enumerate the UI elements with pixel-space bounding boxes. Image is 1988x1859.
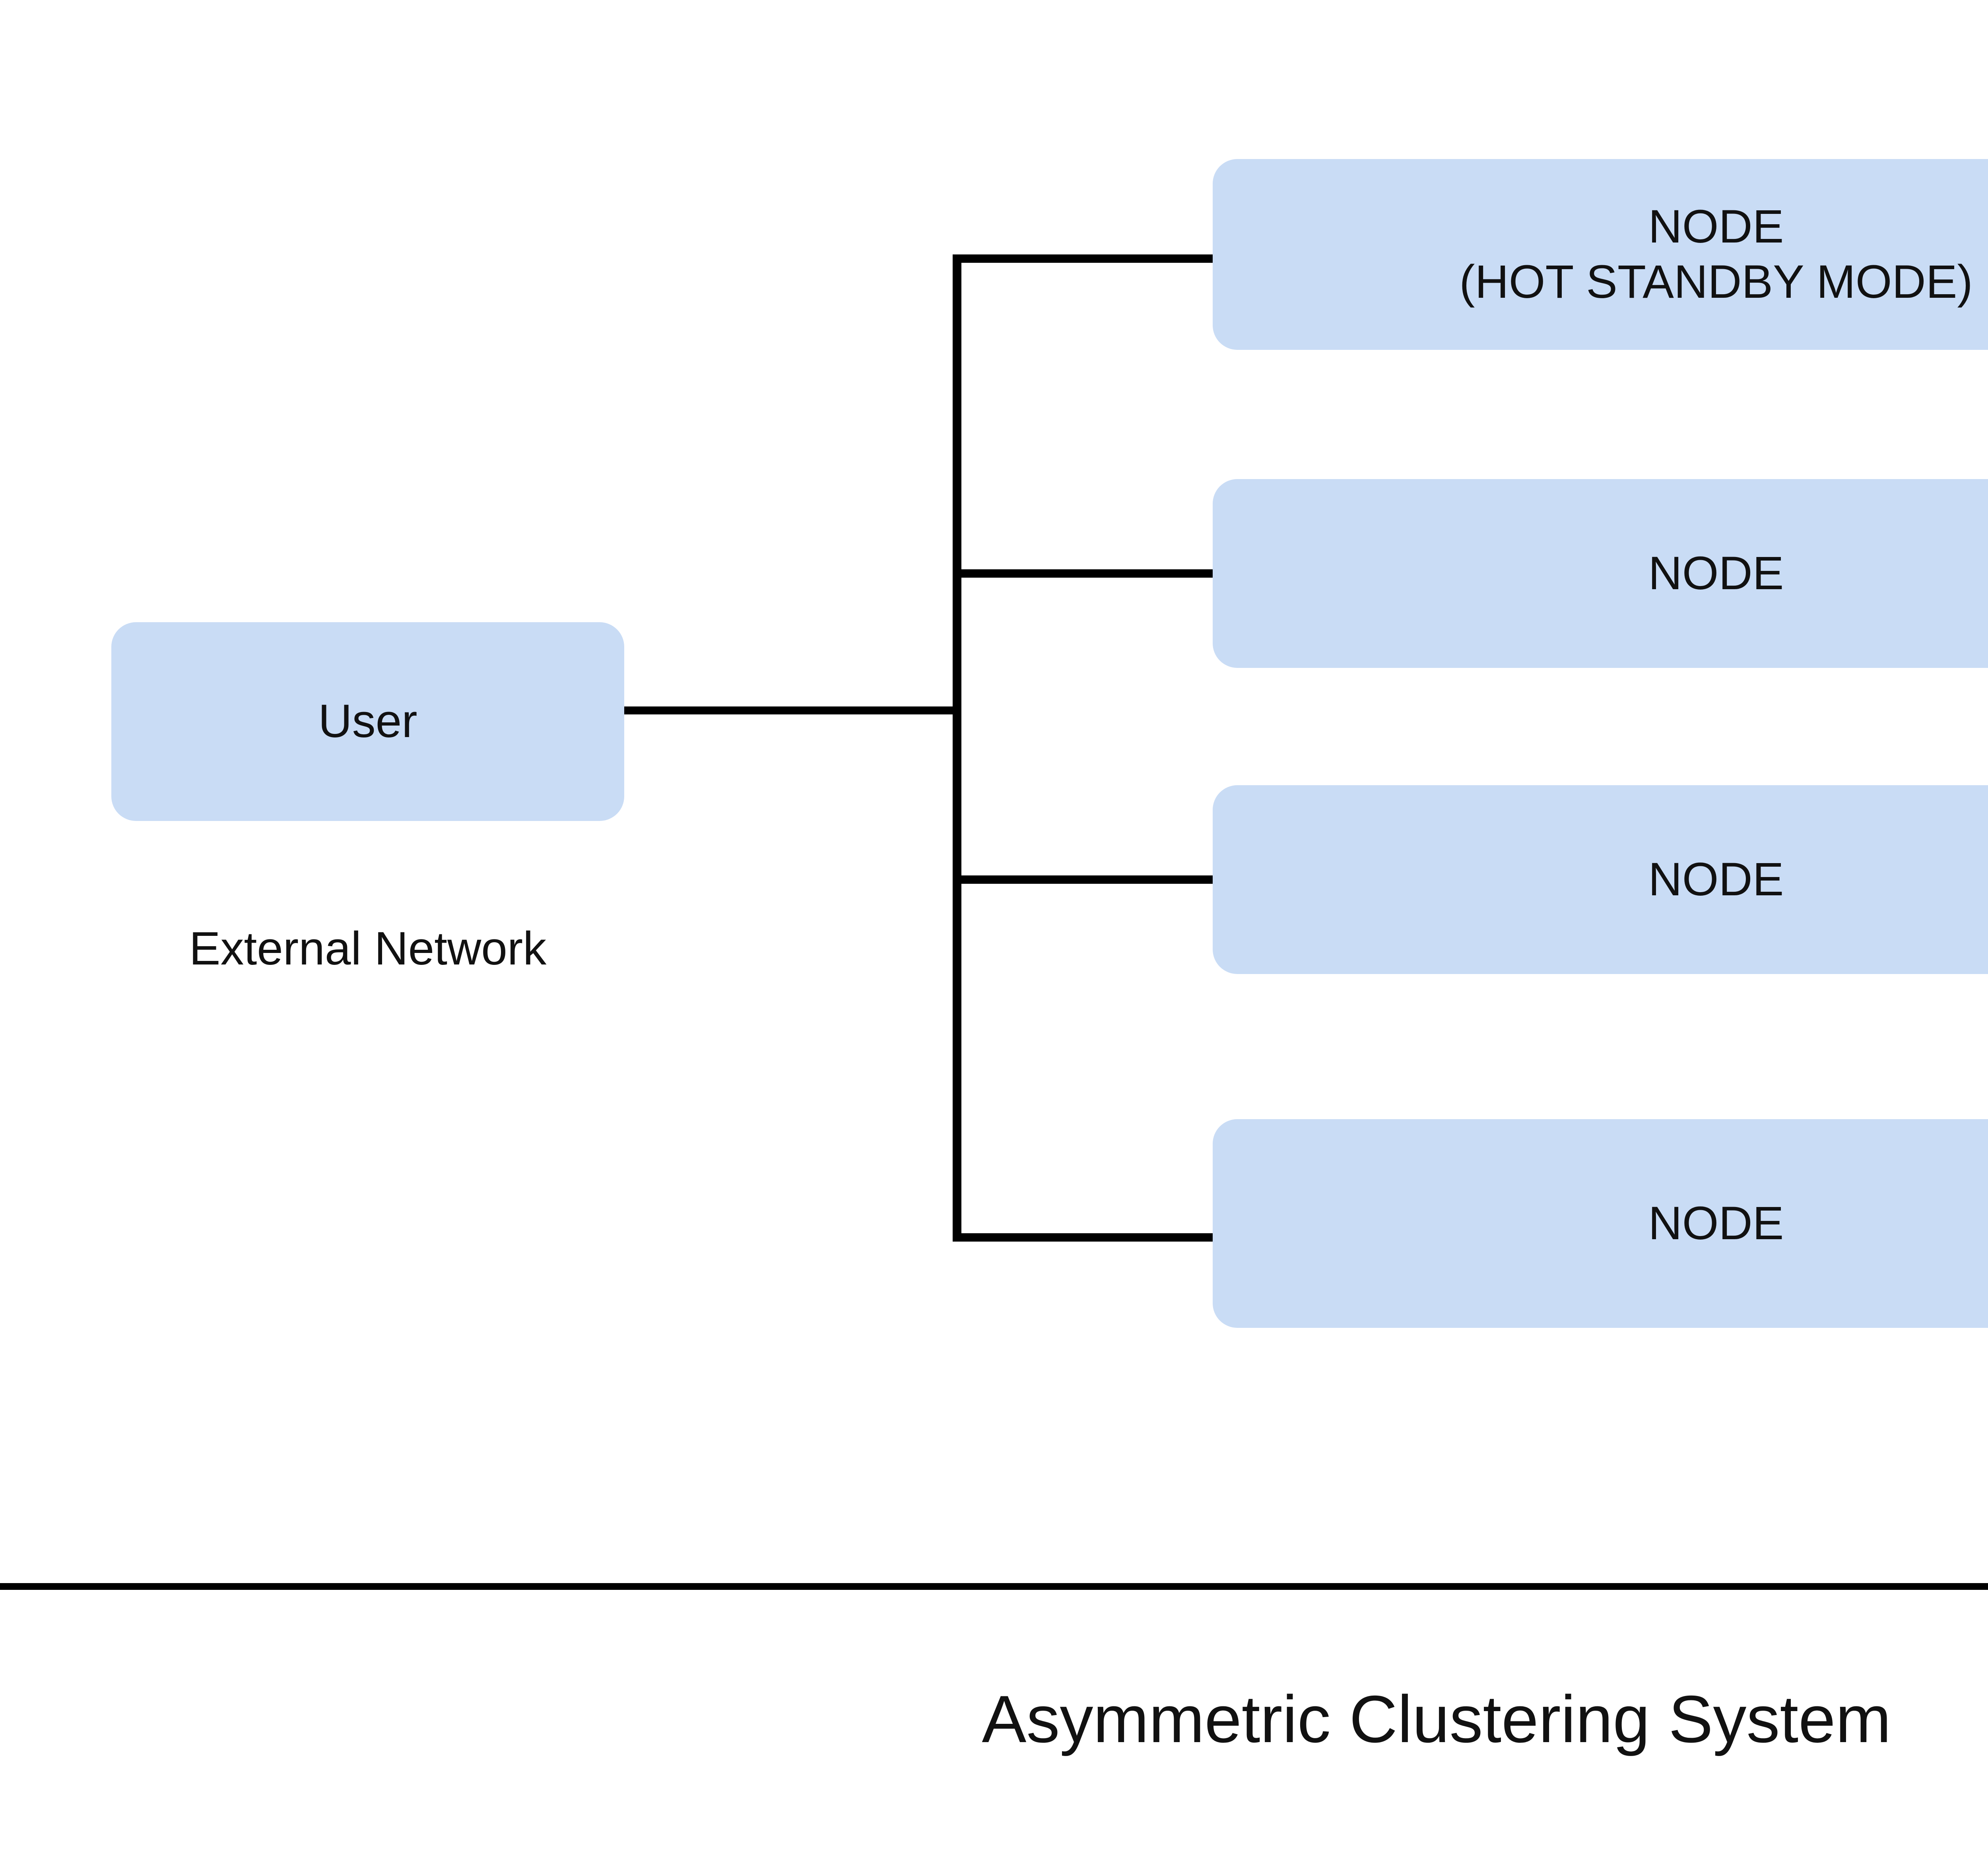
- external-network-label: External Network: [189, 922, 547, 975]
- section-divider: [0, 1583, 1988, 1590]
- cluster-node-box-4: NODE: [1213, 1119, 1988, 1328]
- diagram-title: Asymmetric Clustering System: [982, 1682, 1891, 1756]
- cluster-node-box-2: NODE: [1213, 479, 1988, 668]
- cluster-node-box-1: NODE (HOT STANDBY MODE): [1213, 159, 1988, 350]
- connector-user-to-trunk: [624, 706, 958, 714]
- connector-branch-node-4: [953, 1233, 1218, 1242]
- connector-branch-node-2: [953, 569, 1218, 578]
- connector-trunk-vertical: [953, 254, 961, 1242]
- connector-branch-node-1: [953, 254, 1218, 263]
- user-node-box: User: [111, 622, 624, 821]
- cluster-node-box-3: NODE: [1213, 785, 1988, 974]
- connector-branch-node-3: [953, 875, 1218, 884]
